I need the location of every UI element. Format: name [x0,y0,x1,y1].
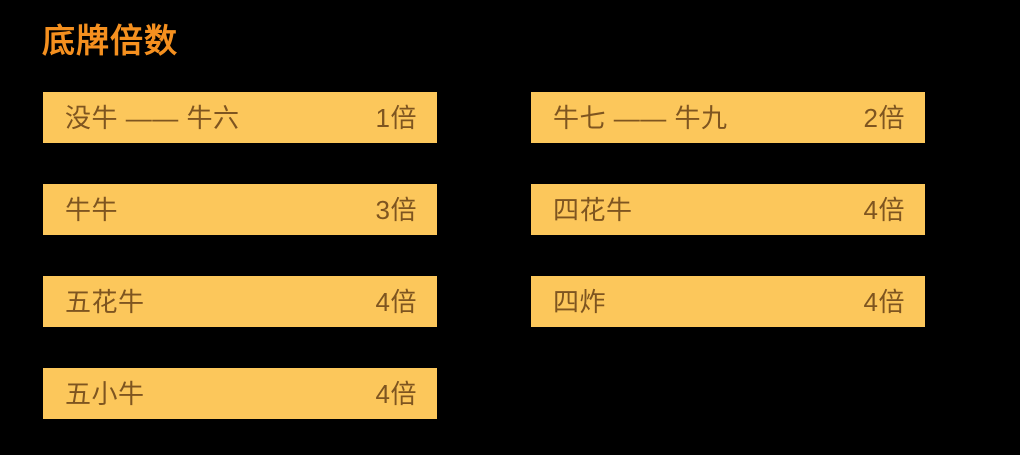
rule-bar[interactable]: 没牛 —— 牛六 1倍 [43,92,437,143]
rule-multiplier: 4倍 [375,378,417,409]
rule-bar[interactable]: 牛七 —— 牛九 2倍 [531,92,925,143]
rule-label: 四炸 [553,286,607,317]
rule-multiplier: 2倍 [863,102,905,133]
list-item-placeholder [531,368,925,419]
rule-label: 五花牛 [65,286,145,317]
rule-multiplier: 4倍 [863,194,905,225]
rule-label: 没牛 —— 牛六 [65,102,240,133]
list-item[interactable]: 四花牛 4倍 [531,184,925,235]
page-title: 底牌倍数 [42,22,178,59]
list-item[interactable]: 没牛 —— 牛六 1倍 [43,92,437,143]
empty-slot [531,368,925,419]
rule-label: 牛牛 [65,194,119,225]
list-item[interactable]: 五小牛 4倍 [43,368,437,419]
rule-label: 四花牛 [553,194,633,225]
list-item[interactable]: 四炸 4倍 [531,276,925,327]
rule-multiplier: 3倍 [375,194,417,225]
rule-label: 五小牛 [65,378,145,409]
rule-bar[interactable]: 四炸 4倍 [531,276,925,327]
list-item[interactable]: 五花牛 4倍 [43,276,437,327]
rule-bar[interactable]: 牛牛 3倍 [43,184,437,235]
list-item[interactable]: 牛七 —— 牛九 2倍 [531,92,925,143]
rule-label: 牛七 —— 牛九 [553,102,728,133]
rule-multiplier: 4倍 [375,286,417,317]
rule-bar[interactable]: 四花牛 4倍 [531,184,925,235]
rule-multiplier: 4倍 [863,286,905,317]
rule-multiplier: 1倍 [375,102,417,133]
list-item[interactable]: 牛牛 3倍 [43,184,437,235]
rule-bar[interactable]: 五花牛 4倍 [43,276,437,327]
rule-bar[interactable]: 五小牛 4倍 [43,368,437,419]
